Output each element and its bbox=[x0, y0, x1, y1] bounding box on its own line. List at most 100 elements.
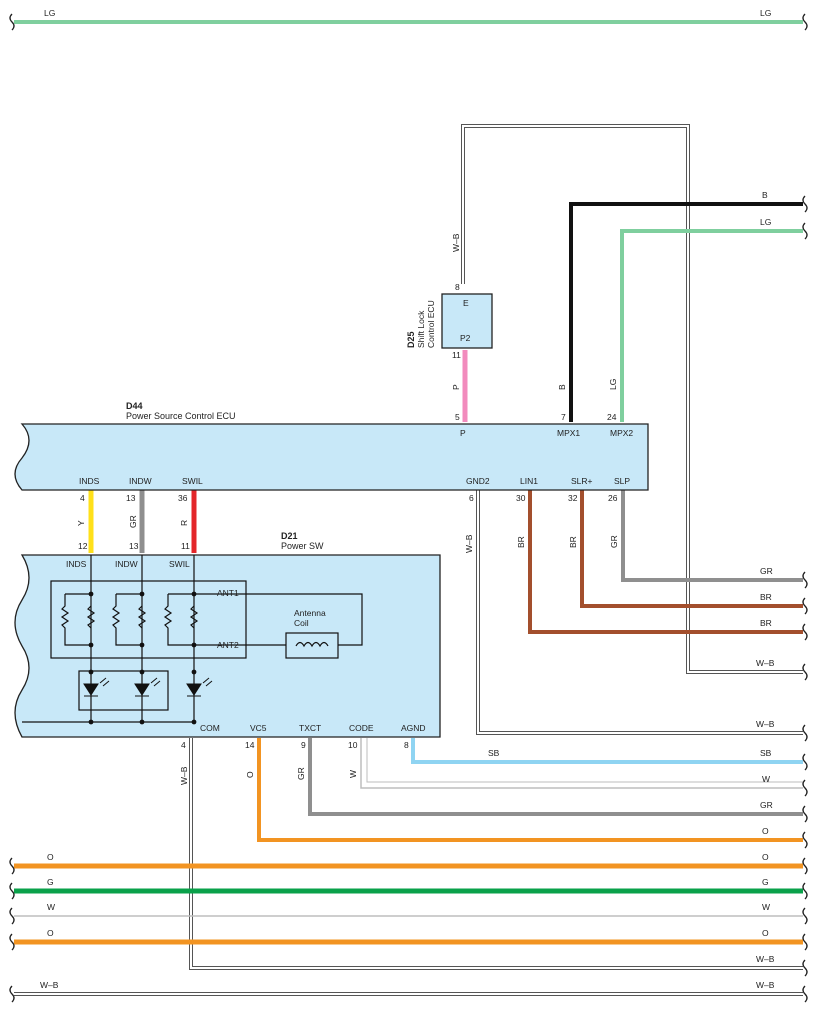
label-wb-com: W–B bbox=[179, 766, 189, 785]
wire-wb-gnd2 bbox=[476, 490, 803, 735]
d44-id: D44 bbox=[126, 401, 143, 411]
d21-pin-9: 9 bbox=[301, 740, 306, 750]
d25-term-p2: P2 bbox=[460, 333, 471, 343]
d21-term-inds: INDS bbox=[66, 559, 87, 569]
d21-led-icons bbox=[83, 677, 213, 697]
d21-id: D21 bbox=[281, 531, 298, 541]
break-marks bbox=[9, 13, 808, 1003]
label-wb-d25: W–B bbox=[451, 233, 461, 252]
d25-pin-11: 11 bbox=[452, 350, 461, 360]
label-wb-bus-right: W–B bbox=[756, 954, 775, 964]
d44-name: Power Source Control ECU bbox=[126, 411, 236, 421]
d21-term-com: COM bbox=[200, 723, 220, 733]
label-w-bus-left: W bbox=[47, 902, 55, 912]
label-wb-bottom-left: W–B bbox=[40, 980, 59, 990]
d44-term-inds: INDS bbox=[79, 476, 100, 486]
d21-pin-12: 12 bbox=[78, 541, 88, 551]
d44-pin-26: 26 bbox=[608, 493, 618, 503]
label-b-right: B bbox=[762, 190, 768, 200]
label-lg-top-right: LG bbox=[760, 8, 771, 18]
label-o-right-1: O bbox=[762, 826, 769, 836]
d44-pin-13: 13 bbox=[126, 493, 136, 503]
d44-term-mpx2: MPX2 bbox=[610, 428, 633, 438]
label-br-slr: BR bbox=[568, 536, 578, 548]
d21-pin-14: 14 bbox=[245, 740, 255, 750]
label-g-bus-left: G bbox=[47, 877, 54, 887]
label-sb-mid: SB bbox=[488, 748, 500, 758]
label-gr-right-1: GR bbox=[760, 566, 773, 576]
d21-term-txct: TXCT bbox=[299, 723, 321, 733]
d21-coil-1: Antenna bbox=[294, 608, 326, 618]
label-lg-mpx2: LG bbox=[608, 379, 618, 390]
d25-name-1: Shift Lock bbox=[416, 310, 426, 348]
label-br-lin1: BR bbox=[516, 536, 526, 548]
label-lg-right: LG bbox=[760, 217, 771, 227]
label-wb-right-2: W–B bbox=[756, 719, 775, 729]
label-o-bus1-right: O bbox=[762, 852, 769, 862]
label-wb-bottom-right: W–B bbox=[756, 980, 775, 990]
d44-pin-7: 7 bbox=[561, 412, 566, 422]
label-sb-right: SB bbox=[760, 748, 772, 758]
d44-pin-30: 30 bbox=[516, 493, 526, 503]
label-gr-slp: GR bbox=[609, 535, 619, 548]
label-br-right-1: BR bbox=[760, 592, 772, 602]
wire-lg-mpx2 bbox=[620, 229, 803, 422]
d25-term-e: E bbox=[463, 298, 469, 308]
d21-pin-10: 10 bbox=[348, 740, 358, 750]
d44-term-p: P bbox=[460, 428, 466, 438]
d44-pin-5: 5 bbox=[455, 412, 460, 422]
wire-b-mpx1 bbox=[569, 202, 803, 422]
d44-pin-24: 24 bbox=[607, 412, 617, 422]
wire-br-slr bbox=[580, 490, 803, 608]
wire-wb-d25-loop bbox=[461, 124, 803, 674]
label-br-right-2: BR bbox=[760, 618, 772, 628]
label-o-vc5: O bbox=[245, 771, 255, 778]
d21-junction-dots bbox=[88, 591, 197, 725]
d21-term-agnd: AGND bbox=[401, 723, 426, 733]
wire-w-code-2 bbox=[366, 738, 803, 783]
d21-power-sw bbox=[14, 554, 441, 738]
label-lg-top-left: LG bbox=[44, 8, 55, 18]
label-p-d25: P bbox=[451, 384, 461, 390]
d21-term-code: CODE bbox=[349, 723, 374, 733]
d21-term-indw: INDW bbox=[115, 559, 138, 569]
wire-wb-com bbox=[189, 738, 803, 970]
label-o-bus1-left: O bbox=[47, 852, 54, 862]
d25-shift-lock-ecu bbox=[441, 293, 493, 349]
d21-term-swil: SWIL bbox=[169, 559, 190, 569]
label-gr-indw: GR bbox=[128, 515, 138, 528]
label-gr-txct: GR bbox=[296, 767, 306, 780]
label-r-swil: R bbox=[179, 520, 189, 526]
d44-term-swil: SWIL bbox=[182, 476, 203, 486]
d21-pin-13: 13 bbox=[129, 541, 139, 551]
d21-name: Power SW bbox=[281, 541, 324, 551]
label-b-mpx1: B bbox=[557, 384, 567, 390]
label-w-code: W bbox=[348, 770, 358, 778]
label-o-bus2-left: O bbox=[47, 928, 54, 938]
label-gr-right-2: GR bbox=[760, 800, 773, 810]
d44-term-mpx1: MPX1 bbox=[557, 428, 580, 438]
d44-term-slr: SLR+ bbox=[571, 476, 593, 486]
d44-pin-6: 6 bbox=[469, 493, 474, 503]
wire-gr-slp bbox=[621, 490, 803, 582]
label-y-inds: Y bbox=[76, 520, 86, 526]
d21-resistor-network bbox=[22, 555, 363, 723]
d44-power-source-ecu bbox=[14, 423, 649, 491]
d44-term-slp: SLP bbox=[614, 476, 630, 486]
d21-term-vc5: VC5 bbox=[250, 723, 267, 733]
d44-pin-36: 36 bbox=[178, 493, 188, 503]
d21-coil-2: Coil bbox=[294, 618, 309, 628]
label-wb-gnd2: W–B bbox=[464, 534, 474, 553]
label-g-bus-right: G bbox=[762, 877, 769, 887]
d44-pin-32: 32 bbox=[568, 493, 578, 503]
wire-o-vc5 bbox=[257, 738, 803, 842]
wire-gr-txct bbox=[308, 738, 803, 816]
wire-br-lin1 bbox=[528, 490, 803, 634]
label-o-bus2-right: O bbox=[762, 928, 769, 938]
d21-pin-11: 11 bbox=[181, 541, 190, 551]
d44-term-indw: INDW bbox=[129, 476, 152, 486]
d44-pin-4: 4 bbox=[80, 493, 85, 503]
label-w-right: W bbox=[762, 774, 770, 784]
wire-w-code bbox=[360, 738, 803, 789]
